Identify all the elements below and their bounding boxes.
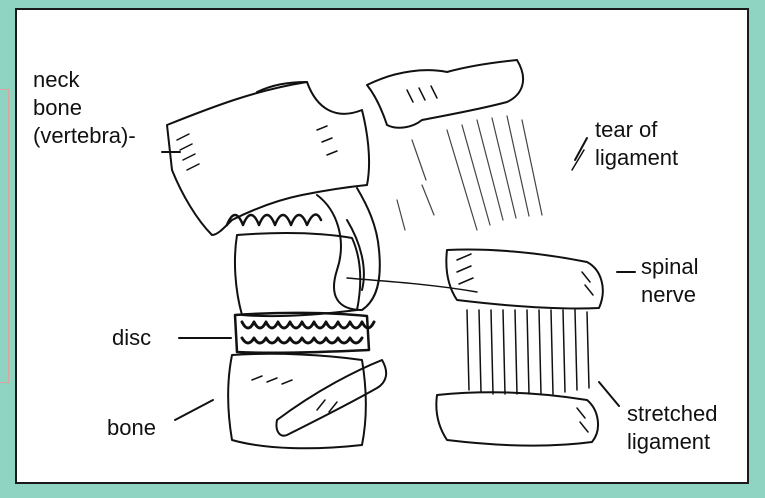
diagram-frame: neck bone (vertebra)- tear of ligament s… xyxy=(15,8,749,484)
label-spinal-nerve: spinal nerve xyxy=(641,253,698,309)
torn-ligament-strokes xyxy=(397,116,542,230)
nerve-line xyxy=(347,278,477,292)
leader-tear xyxy=(575,138,587,160)
upper-process xyxy=(367,60,523,128)
side-tab xyxy=(0,89,9,383)
label-tear-of-ligament: tear of ligament xyxy=(595,116,678,172)
label-stretched-ligament: stretched ligament xyxy=(627,400,718,456)
lower-vertebra xyxy=(228,354,366,448)
label-disc: disc xyxy=(112,324,151,352)
leader-stretched xyxy=(599,382,619,406)
stretched-ligament-lines xyxy=(467,310,589,394)
leader-bone xyxy=(175,400,213,420)
facet-curve xyxy=(317,188,380,310)
lower-process xyxy=(276,360,386,436)
lower-right-hatching xyxy=(577,408,588,432)
upper-vertebra xyxy=(167,82,369,235)
label-bone: bone xyxy=(107,414,156,442)
label-neck-bone: neck bone (vertebra)- xyxy=(33,66,136,150)
disc-shape xyxy=(235,313,374,353)
lower-right-process xyxy=(436,392,598,445)
